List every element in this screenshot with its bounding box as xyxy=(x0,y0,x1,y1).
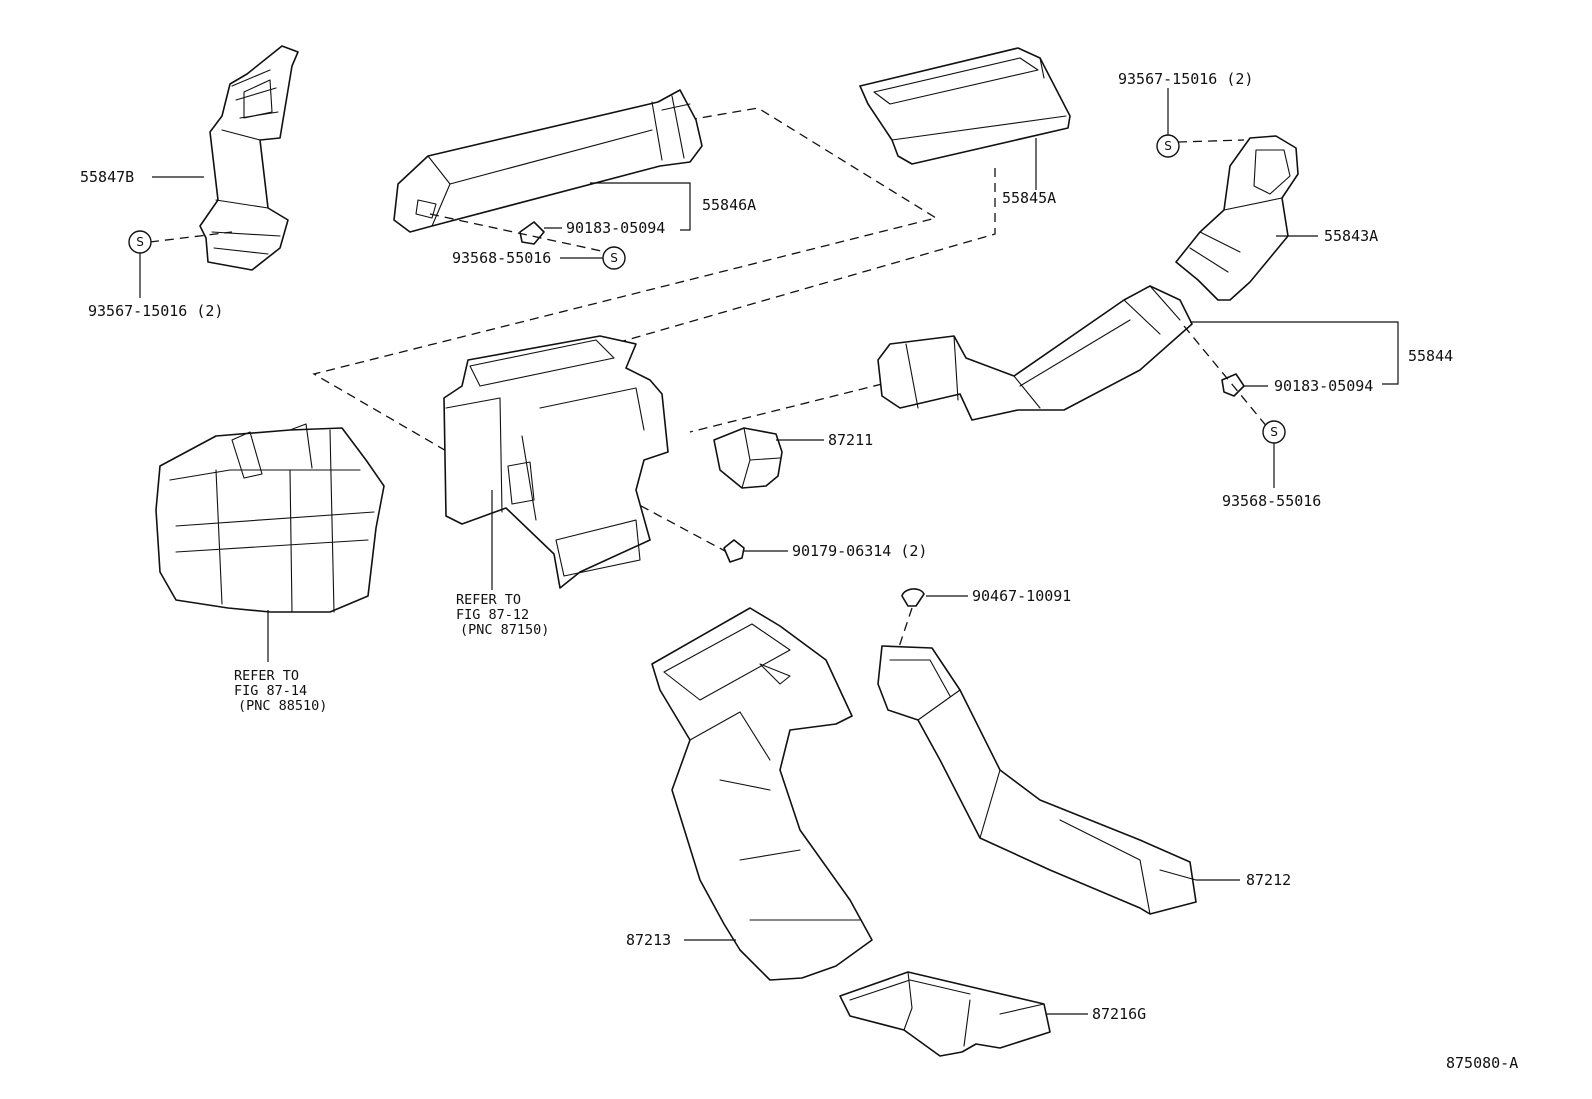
label-90183-05094-right: 90183-05094 xyxy=(1274,377,1373,395)
drawing-number: 875080-A xyxy=(1446,1054,1518,1072)
duct-55843A xyxy=(1175,135,1299,301)
label-55844: 55844 xyxy=(1408,347,1453,365)
label-87212: 87212 xyxy=(1246,871,1291,889)
blower-unit xyxy=(155,423,385,613)
ref-blower-line-2: FIG 87-14 xyxy=(234,683,307,699)
clip-90183-top-dash xyxy=(429,213,607,253)
label-55846A: 55846A xyxy=(702,196,756,214)
ref-heater-line-2: FIG 87-12 xyxy=(456,607,529,623)
seal-symbol-top: S xyxy=(602,246,626,270)
clip-90467 xyxy=(901,588,925,607)
svg-text:S: S xyxy=(136,235,144,249)
heater-unit xyxy=(443,335,669,589)
seal-55843A-dash xyxy=(1177,139,1245,143)
duct-55844 xyxy=(877,285,1193,421)
ref-blower-line-3: (PNC 88510) xyxy=(238,698,327,714)
clip-90183-top xyxy=(519,221,545,245)
label-55845A: 55845A xyxy=(1002,189,1056,207)
duct-87216G xyxy=(839,971,1051,1057)
seal-symbol-upper-right: S xyxy=(1156,134,1180,158)
duct-55846A xyxy=(393,89,703,233)
ref-heater-line-1: REFER TO xyxy=(456,592,521,608)
label-87211: 87211 xyxy=(828,431,873,449)
duct-55847B xyxy=(199,45,299,271)
duct-87212 xyxy=(877,645,1197,915)
ref-heater-line-3: (PNC 87150) xyxy=(460,622,549,638)
assembly-dashed-link-55845A xyxy=(605,168,996,347)
duct-55845A xyxy=(859,47,1071,165)
seal-symbol-right: S xyxy=(1262,420,1286,444)
label-90179-06314: 90179-06314 (2) xyxy=(792,542,927,560)
grommet-87211 xyxy=(713,427,783,489)
label-93568-55016-top: 93568-55016 xyxy=(452,249,551,267)
seal-symbol-left: S xyxy=(128,230,152,254)
label-55843A: 55843A xyxy=(1324,227,1378,245)
leader-55846A xyxy=(590,182,691,231)
clip-90467-dash xyxy=(897,607,913,651)
label-93567-15016-left: 93567-15016 (2) xyxy=(88,302,223,320)
label-87216G: 87216G xyxy=(1092,1005,1146,1023)
svg-text:S: S xyxy=(1270,425,1278,439)
label-55847B: 55847B xyxy=(80,168,134,186)
label-93567-15016-right: 93567-15016 (2) xyxy=(1118,70,1253,88)
label-93568-55016-right: 93568-55016 xyxy=(1222,492,1321,510)
clip-90179 xyxy=(723,539,745,563)
duct-87213 xyxy=(651,607,873,981)
leader-55844 xyxy=(1190,321,1399,385)
label-87213: 87213 xyxy=(626,931,671,949)
label-90467-10091: 90467-10091 xyxy=(972,587,1071,605)
assembly-dashed-outline xyxy=(312,107,938,489)
ref-blower-line-1: REFER TO xyxy=(234,668,299,684)
label-90183-05094-top: 90183-05094 xyxy=(566,219,665,237)
assembly-dashed-link-55844 xyxy=(689,383,883,433)
svg-text:S: S xyxy=(610,251,618,265)
clip-90183-right-dash xyxy=(1183,325,1269,429)
seal-55847B-dash xyxy=(149,231,233,243)
svg-text:S: S xyxy=(1164,139,1172,153)
